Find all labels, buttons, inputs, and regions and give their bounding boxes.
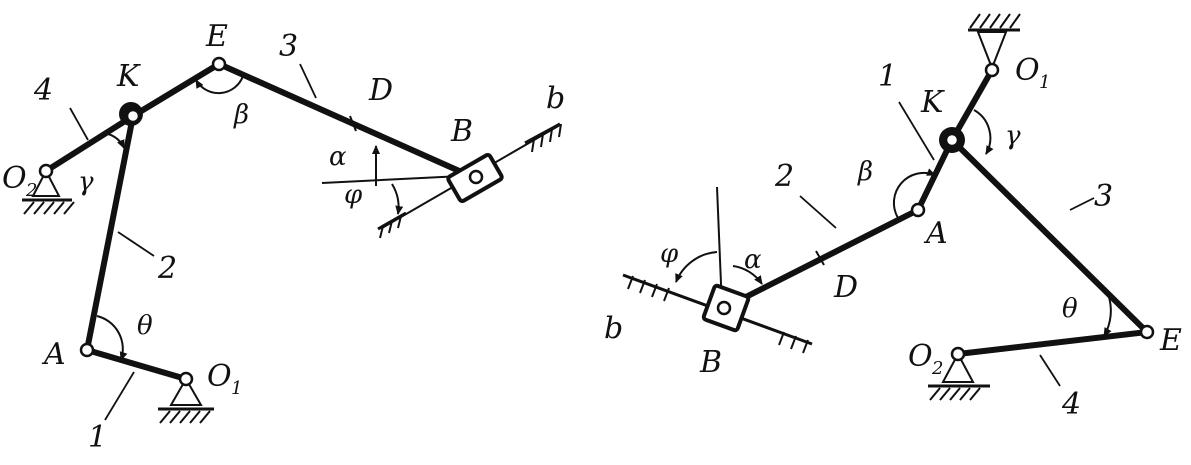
right-label-o2: O (908, 339, 933, 374)
left-angle-phi-arc (391, 183, 404, 215)
right-label-o2-sub: 2 (931, 358, 943, 379)
right-point-d-tick (815, 250, 825, 266)
left-mechanism: E K 3 4 D B b O 2 α β φ γ 2 θ A O 1 1 (2, 19, 565, 455)
right-link-4 (955, 329, 1150, 357)
right-angle-beta-arc (892, 168, 936, 219)
left-pin-a (79, 342, 95, 358)
right-label-theta: θ (1062, 294, 1078, 324)
right-label-1: 1 (878, 59, 897, 94)
right-slider-guide (622, 186, 813, 354)
right-label-3: 3 (1094, 179, 1113, 214)
left-link-2 (84, 113, 136, 353)
right-label-o1: O (1015, 53, 1040, 88)
right-pin-a (910, 202, 926, 218)
left-link-3 (216, 61, 469, 177)
left-label-b-point: B (450, 114, 473, 149)
right-label-b-point: B (699, 345, 722, 380)
right-pin-b (716, 300, 732, 316)
right-label-o1-sub: 1 (1039, 72, 1050, 93)
left-pin-e (211, 56, 227, 72)
right-label-a: A (923, 216, 948, 251)
left-label-4: 4 (33, 73, 53, 108)
left-link-1 (84, 347, 189, 382)
left-label-b-guide: b (546, 81, 565, 116)
right-label-phi: φ (660, 239, 679, 269)
right-label-alpha: α (744, 245, 762, 275)
left-label-gamma: γ (78, 167, 94, 197)
right-ground-o1 (968, 13, 1021, 71)
left-label-k: K (116, 59, 141, 94)
right-link-1 (949, 67, 995, 143)
right-pin-e (1139, 324, 1155, 340)
left-pin-o2 (38, 163, 54, 179)
right-label-gamma: γ (1005, 121, 1021, 151)
right-label-k: K (920, 85, 945, 120)
left-label-beta: β (233, 100, 249, 130)
left-label-2: 2 (157, 251, 177, 286)
right-angle-phi-arc (675, 251, 718, 283)
right-label-e: E (1159, 323, 1182, 358)
left-label-3: 3 (279, 29, 298, 64)
left-pin-b (468, 169, 484, 185)
right-label-2: 2 (774, 159, 794, 194)
left-ground-o1 (158, 376, 214, 424)
left-link-ke (130, 61, 222, 119)
right-mechanism: O 1 1 K γ β 2 3 A φ α D b B θ E O 2 4 (604, 13, 1182, 422)
right-pin-o2 (950, 346, 966, 362)
left-label-o2: O (2, 161, 27, 196)
left-label-alpha: α (329, 142, 347, 172)
left-angle-theta-arc (96, 315, 128, 361)
left-label-o1: O (207, 359, 232, 394)
right-pin-k (944, 132, 960, 148)
right-label-d: D (833, 270, 858, 305)
left-label-o1-sub: 1 (231, 378, 242, 399)
left-angle-beta-arc (195, 75, 244, 95)
left-link-4 (43, 113, 136, 174)
left-label-1: 1 (88, 420, 107, 455)
right-angle-gamma-arc (973, 109, 994, 155)
right-ground-o2 (928, 351, 990, 401)
left-label-d: D (368, 73, 393, 108)
left-pin-o1 (178, 371, 194, 387)
left-pin-k (125, 108, 141, 124)
right-link-3 (949, 137, 1150, 335)
left-label-theta: θ (137, 311, 153, 341)
left-label-e: E (205, 19, 228, 54)
left-label-phi: φ (344, 180, 363, 210)
right-label-beta: β (857, 157, 873, 187)
right-pin-o1 (984, 62, 1000, 78)
left-angle-gamma-arc (107, 133, 125, 149)
right-angle-theta-arc (1103, 293, 1112, 337)
left-label-o2-sub: 2 (25, 180, 37, 201)
right-angle-alpha-arc (732, 265, 763, 285)
left-ground-o2 (22, 168, 75, 215)
left-label-a: A (41, 337, 66, 372)
right-label-b-guide: b (604, 311, 623, 346)
right-label-4: 4 (1061, 387, 1081, 422)
left-point-d-tick (349, 115, 357, 132)
